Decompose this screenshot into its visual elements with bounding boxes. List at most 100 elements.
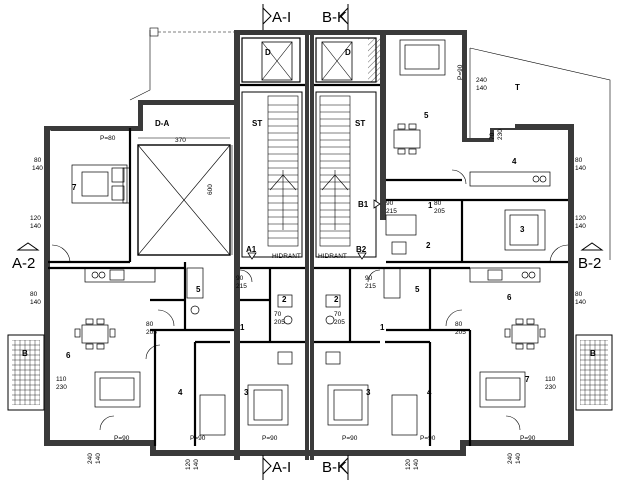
door-dim-b: 230: [56, 384, 67, 391]
door-dim-t: 205: [434, 208, 445, 215]
section-arrow-a1-bottom: [262, 456, 272, 476]
door-dim-p: 205: [455, 329, 466, 336]
room-number: 5: [415, 285, 420, 294]
shaft-width-dim: 370: [175, 137, 186, 144]
balcony-label-right: B: [590, 349, 596, 358]
window-dim-v: 140: [413, 459, 420, 470]
section-label-b2: B-2: [578, 255, 601, 272]
parapet-left-bottom-2: P=90: [190, 435, 206, 442]
window-dim-l: 140: [575, 299, 586, 306]
door-dim-s: 80: [434, 200, 442, 207]
door-dim-k: 70: [334, 311, 342, 318]
staircases: [241, 91, 377, 258]
terrace-outlines: [129, 27, 611, 260]
section-label-bk-top: B-K: [322, 9, 347, 26]
window-dim-b: 140: [32, 165, 43, 172]
room-number: 1: [428, 201, 433, 210]
room-number: 6: [507, 293, 512, 302]
stair-label-right: ST: [355, 119, 365, 128]
window-dim-s: 120: [185, 459, 192, 470]
parapet-left-bottom: P=90: [114, 435, 130, 442]
exterior-walls: [44, 30, 574, 460]
elevator-shafts: [241, 37, 380, 83]
stair-label-left: ST: [252, 119, 262, 128]
door-dim-u: 70: [489, 132, 496, 140]
door-dim-a: 110: [56, 376, 67, 383]
window-dim-k: 80: [575, 291, 583, 298]
room-number: 3: [520, 225, 525, 234]
door-dim-m: 80: [146, 321, 154, 328]
room-number: 2: [334, 295, 339, 304]
parapet-left-top: P=80: [100, 135, 116, 142]
room-number: 1: [240, 323, 245, 332]
section-arrow-a2: [16, 242, 40, 251]
room-number: 2: [282, 295, 287, 304]
parapet-right-bottom-2: P=90: [520, 435, 536, 442]
door-dim-o: 80: [455, 321, 463, 328]
room-number: 2: [426, 241, 431, 250]
interior-walls: [48, 83, 568, 446]
section-label-a2: A-2: [12, 255, 35, 272]
window-dim-i: 120: [575, 215, 586, 222]
room-number: 7: [72, 183, 77, 192]
window-dim-r: 140: [515, 453, 522, 464]
door-dim-g: 90: [365, 275, 373, 282]
door-dim-n: 205: [146, 329, 157, 336]
entry-markers: [247, 199, 381, 260]
shaft-height-dim: 600: [207, 184, 214, 195]
section-label-a1-bottom: A-I: [272, 459, 291, 476]
room-number: 4: [427, 388, 432, 397]
entry-label-b1: B1: [358, 200, 369, 209]
door-dim-j: 205: [274, 319, 285, 326]
window-dim-m: 240: [476, 77, 487, 84]
window-dim-n: 140: [476, 85, 487, 92]
section-label-a1-top: A-I: [272, 9, 291, 26]
room-number: 5: [196, 285, 201, 294]
window-dim-f: 140: [30, 299, 41, 306]
window-dim-q: 240: [507, 453, 514, 464]
window-dim-u: 120: [405, 459, 412, 470]
window-dim-o: 240: [87, 453, 94, 464]
door-dim-q: 90: [386, 200, 394, 207]
parapet-right-bottom: P=90: [420, 435, 436, 442]
window-dim-e: 80: [30, 291, 38, 298]
door-dim-e: 90: [236, 275, 244, 282]
elevator-label-left: D: [265, 48, 271, 57]
room-number: 4: [512, 157, 517, 166]
elevator-label-right: D: [345, 48, 351, 57]
window-dim-c: 120: [30, 215, 41, 222]
shaft-label: D-A: [155, 119, 169, 128]
door-dim-r: 215: [386, 208, 397, 215]
light-shaft: [137, 137, 233, 256]
door-dim-c: 110: [545, 376, 556, 383]
hydrant-label-right: HIDRANT: [318, 253, 347, 260]
door-dim-i: 70: [274, 311, 282, 318]
door-dim-v: 230: [497, 129, 504, 140]
section-arrow-a1-top: [262, 6, 272, 26]
door-dim-d: 230: [545, 384, 556, 391]
parapet-right-top: P=90: [457, 64, 464, 80]
window-dim-j: 140: [575, 223, 586, 230]
entry-label-a1: A1: [246, 245, 257, 254]
section-arrow-b2: [580, 242, 604, 251]
room-number: 7: [525, 375, 530, 384]
room-number: 5: [424, 111, 429, 120]
balcony-label-left: B: [22, 349, 28, 358]
room-number: 3: [366, 388, 371, 397]
window-dim-h: 140: [575, 165, 586, 172]
door-swings: [51, 169, 569, 431]
window-dim-a: 80: [34, 157, 42, 164]
section-markers: [16, 4, 604, 480]
room-numbers: 7 6 5 4 3 2 1 5 4 1 2 3 6 5 7 4 3 2 1: [66, 111, 530, 397]
window-dim-d: 140: [30, 223, 41, 230]
room-number: 3: [244, 388, 249, 397]
entry-label-b2: B2: [356, 245, 367, 254]
hydrant-label-left: HIDRANT: [272, 253, 301, 260]
room-number: 1: [380, 323, 385, 332]
door-dim-h: 215: [365, 283, 376, 290]
balconies: [7, 334, 613, 411]
furniture: [71, 39, 551, 436]
section-label-bk-bottom: B-K: [322, 459, 347, 476]
door-dim-l: 205: [334, 319, 345, 326]
